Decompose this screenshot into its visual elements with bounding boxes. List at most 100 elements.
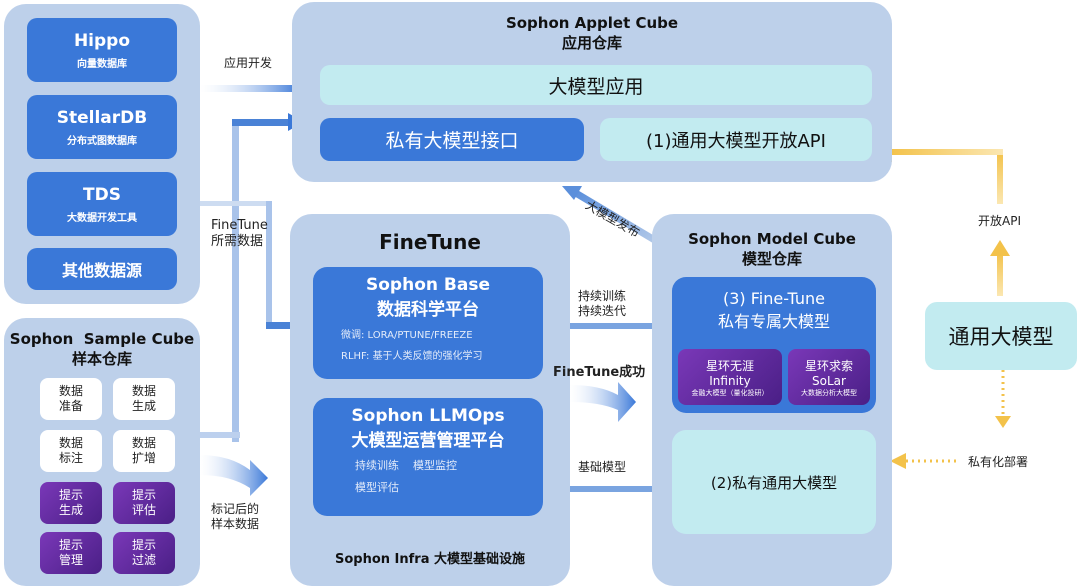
sample-cube-title-cn: 样本仓库 xyxy=(71,350,132,368)
private-api-box[interactable]: 私有大模型接口 xyxy=(320,118,584,161)
solar-model-box[interactable]: 星环求索 SoLar 大数据分析大模型 xyxy=(788,349,870,405)
sophon-llmops-line2: 模型评估 xyxy=(355,481,399,494)
open-api-line-h xyxy=(890,149,1003,155)
sample-cube-title-en: Sophon Sample Cube xyxy=(9,330,195,348)
applet-cube-title: Sophon Applet Cube 应用仓库 xyxy=(292,14,892,53)
finetune-data-label: FineTune 所需数据 xyxy=(211,218,268,251)
app-dev-arrow-line xyxy=(200,85,300,92)
tds-box[interactable]: TDS 大数据开发工具 xyxy=(27,172,177,236)
labeled-data-label-1: 标记后的 xyxy=(211,502,260,516)
private-model-subtitle: 私有专属大模型 xyxy=(717,312,830,331)
sample-item[interactable]: 提示过滤 xyxy=(113,532,175,574)
sample-item[interactable]: 提示管理 xyxy=(40,532,102,574)
private-deploy-arrowhead-left xyxy=(890,453,906,469)
other-sources-title: 其他数据源 xyxy=(61,261,142,280)
continuous-label: 持续训练 持续迭代 xyxy=(578,289,626,319)
open-api-flow-label: 开放API xyxy=(978,214,1021,228)
sample-item-text: 数据 xyxy=(58,384,83,398)
sample-item-text: 评估 xyxy=(131,503,156,517)
sample-item[interactable]: 提示生成 xyxy=(40,482,102,524)
sample-item-text: 标注 xyxy=(58,451,83,465)
private-deploy-label: 私有化部署 xyxy=(968,455,1029,469)
sophon-base-line2: RLHF: 基于人类反馈的强化学习 xyxy=(341,351,483,362)
sample-item[interactable]: 数据标注 xyxy=(40,430,102,472)
sample-item-text: 扩增 xyxy=(131,451,156,465)
open-api-line-v2 xyxy=(997,252,1003,296)
publish-label: 大模型发布 xyxy=(583,198,642,241)
model-cube-title-en: Sophon Model Cube xyxy=(688,230,856,248)
sample-item-text: 提示 xyxy=(131,538,156,552)
labeled-data-arrow xyxy=(200,455,268,496)
private-model-title: (3) Fine-Tune xyxy=(723,289,825,308)
llm-app-bar[interactable]: 大模型应用 xyxy=(320,65,872,105)
solar-en: SoLar xyxy=(812,373,846,388)
sophon-base-box[interactable]: Sophon Base 数据科学平台 微调: LORA/PTUNE/FREEZE… xyxy=(313,267,543,379)
model-cube-title-cn: 模型仓库 xyxy=(741,250,802,268)
sophon-llmops-subtitle: 大模型运营管理平台 xyxy=(351,431,505,451)
labeled-data-label-2: 样本数据 xyxy=(211,517,260,531)
base-model-label: 基础模型 xyxy=(578,460,627,474)
llm-app-label: 大模型应用 xyxy=(548,75,644,98)
general-private-model-box[interactable]: (2)私有通用大模型 xyxy=(672,430,876,534)
sample-item-text: 数据 xyxy=(131,384,156,398)
publish-arrowhead xyxy=(562,186,582,200)
model-cube-title: Sophon Model Cube 模型仓库 xyxy=(652,230,892,269)
sophon-llmops-box[interactable]: Sophon LLMOps 大模型运营管理平台 持续训练 模型监控 模型评估 xyxy=(313,398,543,516)
sophon-base-subtitle: 数据科学平台 xyxy=(377,300,479,320)
hippo-title: Hippo xyxy=(73,30,131,51)
sample-item-text: 提示 xyxy=(131,488,156,502)
sophon-llmops-title: Sophon LLMOps xyxy=(351,406,505,426)
finetune-data-label-2: 所需数据 xyxy=(211,234,264,250)
open-api-label: (1)通用大模型开放API xyxy=(646,130,826,152)
tds-title: TDS xyxy=(83,184,121,205)
sample-item-text: 过滤 xyxy=(131,553,156,567)
sophon-llmops-line1: 持续训练 模型监控 xyxy=(355,459,457,472)
sophon-base-line1: 微调: LORA/PTUNE/FREEZE xyxy=(341,330,473,341)
continuous-label-2: 持续迭代 xyxy=(578,304,627,318)
finetune-title: FineTune xyxy=(379,230,481,254)
sample-link-line xyxy=(200,432,240,438)
app-dev-label: 应用开发 xyxy=(224,56,273,70)
general-model-label: 通用大模型 xyxy=(948,325,1054,349)
stellardb-title: StellarDB xyxy=(56,107,148,128)
infinity-cn: 星环无涯 xyxy=(705,358,754,373)
sample-item[interactable]: 数据生成 xyxy=(113,378,175,420)
tds-link-line xyxy=(200,201,272,206)
solar-cn: 星环求索 xyxy=(804,358,853,373)
general-private-model-label: (2)私有通用大模型 xyxy=(710,473,838,492)
open-api-line-v xyxy=(997,152,1003,204)
sample-item-text: 提示 xyxy=(58,488,83,502)
infra-label: Sophon Infra 大模型基础设施 xyxy=(334,552,526,567)
open-api-box[interactable]: (1)通用大模型开放API xyxy=(600,118,872,161)
tds-subtitle: 大数据开发工具 xyxy=(67,212,137,224)
sample-item[interactable]: 提示评估 xyxy=(113,482,175,524)
sample-item-text: 数据 xyxy=(131,436,156,450)
sample-item-text: 生成 xyxy=(58,503,83,517)
sample-item-text: 提示 xyxy=(58,538,83,552)
infinity-desc: 金融大模型（量化投研） xyxy=(691,388,769,397)
private-deploy-arrowhead-down xyxy=(995,416,1011,428)
stellardb-box[interactable]: StellarDB 分布式图数据库 xyxy=(27,95,177,159)
sample-item-text: 管理 xyxy=(58,553,83,567)
sample-item-text: 准备 xyxy=(58,399,83,413)
sample-item-text: 数据 xyxy=(58,436,83,450)
sample-item-text: 生成 xyxy=(131,399,156,413)
finetune-data-line-h1 xyxy=(232,119,292,126)
solar-desc: 大数据分析大模型 xyxy=(801,388,857,397)
continuous-label-1: 持续训练 xyxy=(578,289,627,303)
sample-item[interactable]: 数据扩增 xyxy=(113,430,175,472)
stellardb-subtitle: 分布式图数据库 xyxy=(67,135,137,147)
hippo-subtitle: 向量数据库 xyxy=(77,58,127,70)
private-api-label: 私有大模型接口 xyxy=(385,130,519,152)
applet-cube-title-cn: 应用仓库 xyxy=(561,34,622,52)
sample-item[interactable]: 数据准备 xyxy=(40,378,102,420)
finetune-data-line-v1 xyxy=(232,122,239,442)
general-model-box[interactable]: 通用大模型 xyxy=(925,302,1077,370)
finetune-success-label: FineTune成功 xyxy=(553,365,646,380)
other-sources-box[interactable]: 其他数据源 xyxy=(27,248,177,290)
applet-cube-title-en: Sophon Applet Cube xyxy=(505,14,679,32)
hippo-box[interactable]: Hippo 向量数据库 xyxy=(27,18,177,82)
labeled-data-label: 标记后的 样本数据 xyxy=(211,502,259,532)
infinity-model-box[interactable]: 星环无涯 Infinity 金融大模型（量化投研） xyxy=(678,349,782,405)
sample-cube-title: Sophon Sample Cube 样本仓库 xyxy=(4,330,200,369)
